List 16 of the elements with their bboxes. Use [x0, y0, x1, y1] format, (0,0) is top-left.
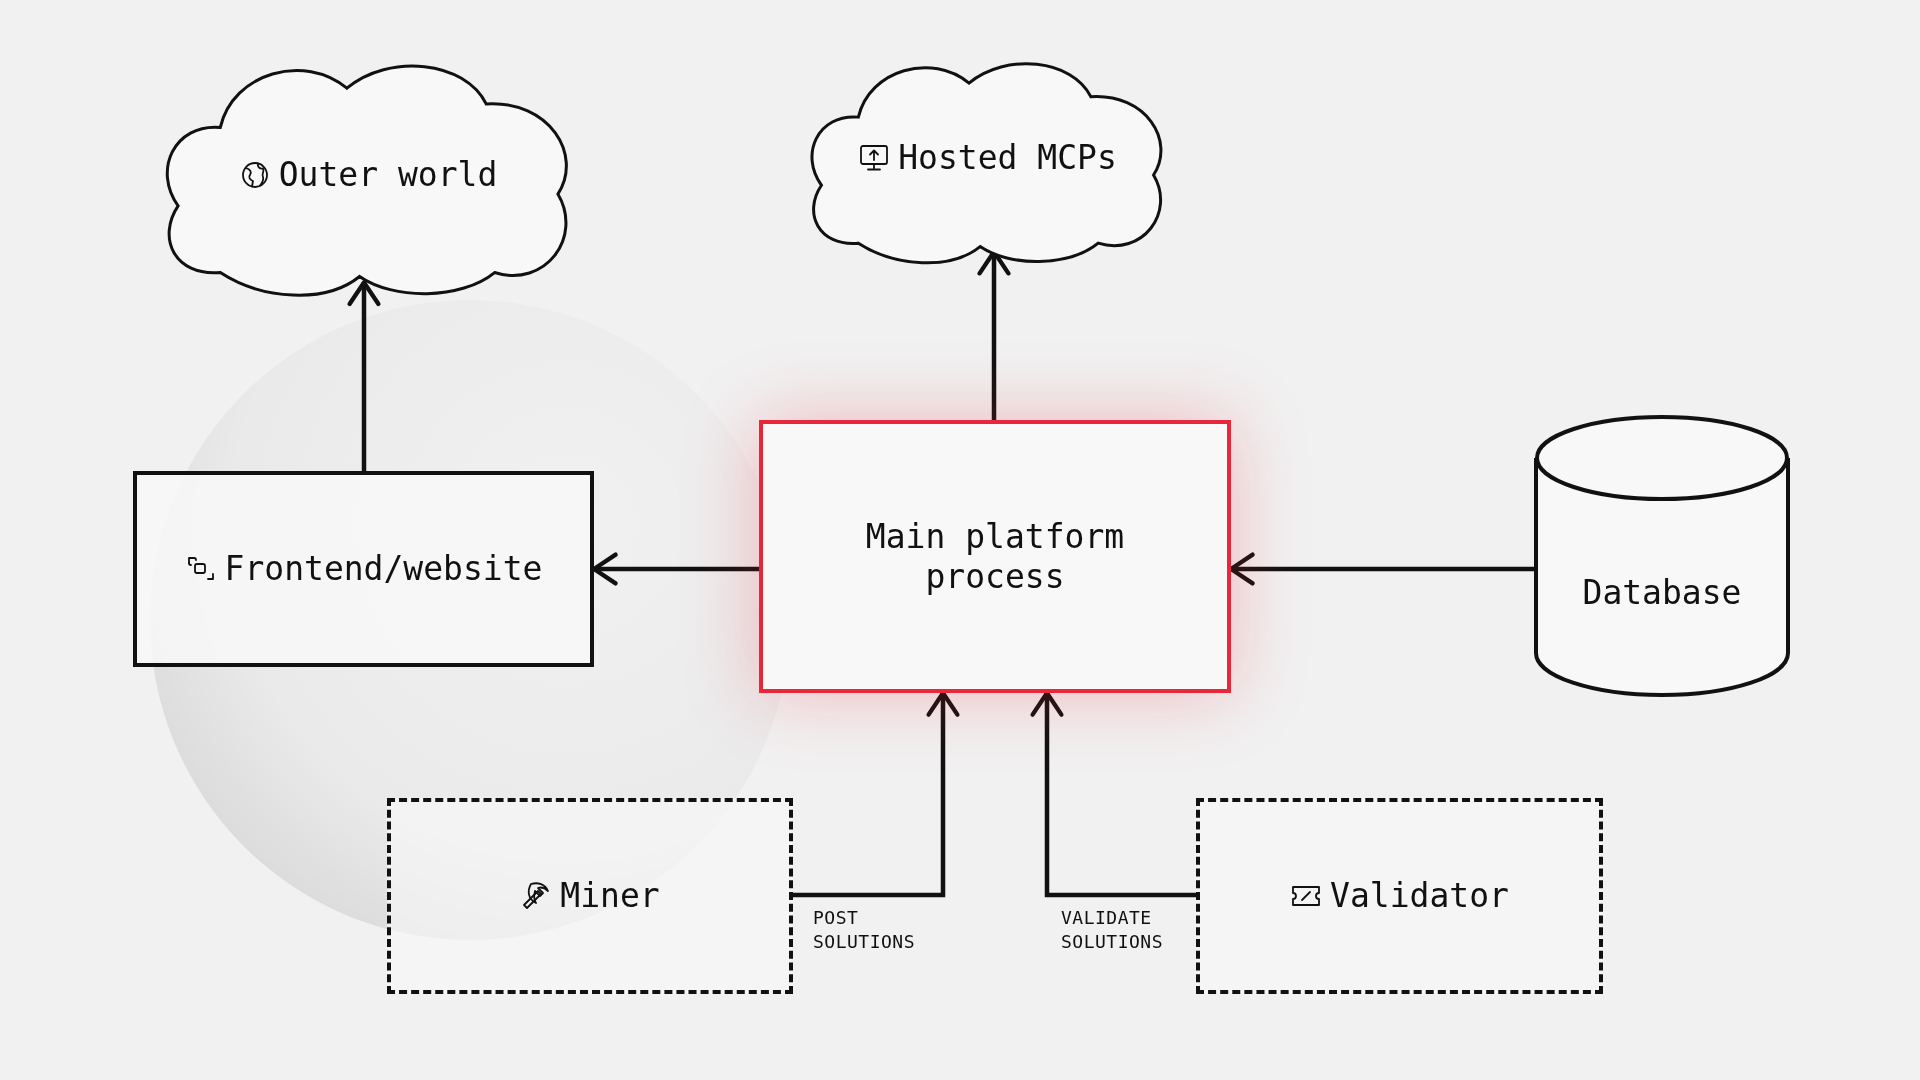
edge-label: POST SOLUTIONS — [813, 906, 917, 955]
node-label: Outer world — [278, 154, 498, 195]
node-label: Validator — [1330, 876, 1509, 916]
node-label: Main platform process — [864, 516, 1126, 597]
arrow — [591, 552, 759, 586]
database-cylinder — [1536, 416, 1788, 695]
node-label: Database — [1582, 572, 1742, 613]
node-label: Miner — [560, 876, 660, 916]
node-label: Frontend/website — [224, 549, 543, 589]
dashed-box — [387, 798, 793, 994]
node-label: Hosted MCPs — [898, 138, 1117, 178]
process-box — [133, 471, 594, 667]
dashed-box — [1196, 798, 1603, 994]
highlighted-process-box — [759, 420, 1231, 693]
arrow — [347, 280, 381, 471]
edge-label: VALIDATE SOLUTIONS — [1061, 906, 1165, 955]
